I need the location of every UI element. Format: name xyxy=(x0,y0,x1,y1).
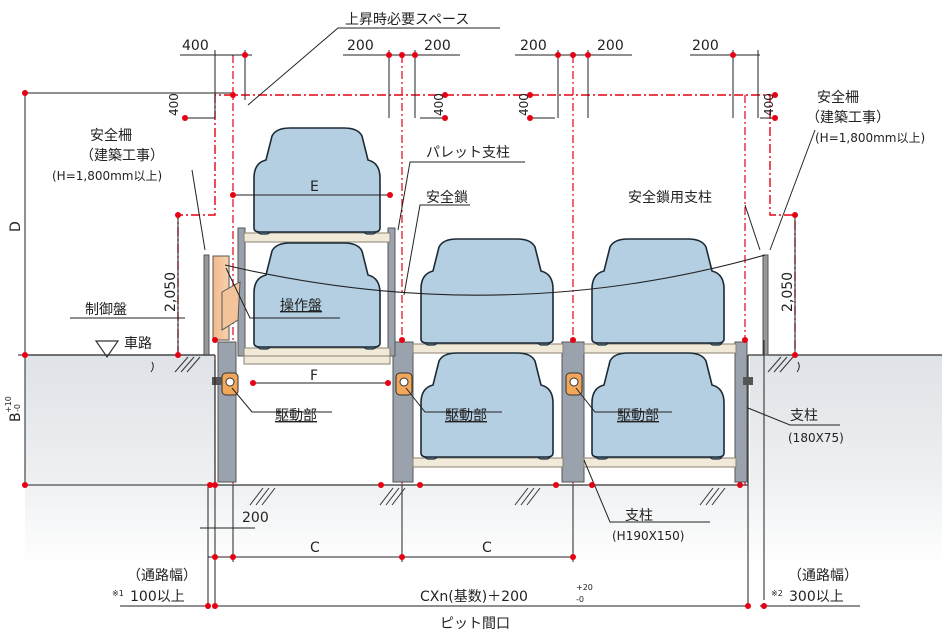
label-fence-left-1: 安全柵 xyxy=(90,127,132,144)
dim-B: B xyxy=(8,412,24,422)
label-note-2: ※2 xyxy=(771,589,783,598)
cars xyxy=(253,127,725,460)
dim-200-d: 200 xyxy=(597,38,624,54)
drive-units xyxy=(212,372,753,396)
label-upper-space: 上昇時必要スペース xyxy=(345,12,469,28)
label-aisle-right: （通路幅） xyxy=(788,568,858,584)
label-aisle-right-value: 300以上 xyxy=(789,589,844,605)
label-fence-right-3: (H=1,800mm以上) xyxy=(815,131,925,145)
label-fence-right-1: 安全柵 xyxy=(817,89,859,106)
label-pallet-post: パレット支柱 xyxy=(426,145,510,161)
dim-200-a: 200 xyxy=(347,38,374,54)
ground-hatch xyxy=(174,356,794,506)
car-mid-3 xyxy=(591,238,725,346)
dim-C-1: C xyxy=(310,540,320,556)
label-chain-post: 安全鎖用支柱 xyxy=(628,189,712,206)
dim-B-tol-minus: -0 xyxy=(13,404,22,412)
dim-F: F xyxy=(310,368,318,384)
measurement-dots xyxy=(22,52,798,609)
label-aisle-left: （通路幅） xyxy=(127,568,197,584)
label-post-right-size: (180X75) xyxy=(788,431,844,445)
dimension-lines xyxy=(18,50,860,607)
car-mid-2 xyxy=(420,238,554,346)
dim-2050-right: 2,050 xyxy=(780,272,796,312)
car-pit-2 xyxy=(420,352,554,460)
dim-E: E xyxy=(310,179,319,195)
safety-chain xyxy=(224,254,766,296)
dim-400-v2: 400 xyxy=(432,93,446,116)
label-control-panel: 制御盤 xyxy=(85,302,127,318)
car-upper-mid xyxy=(253,242,381,350)
car-pit-3 xyxy=(591,352,725,460)
dim-B-tol-plus: +10 xyxy=(4,396,13,413)
label-note-1: ※1 xyxy=(112,589,124,598)
dim-400-a: 400 xyxy=(182,38,209,54)
dim-D: D xyxy=(8,221,24,232)
safety-fence-left xyxy=(203,254,210,356)
car-upper-top xyxy=(253,127,381,235)
leader-lines xyxy=(70,27,840,523)
dim-total-width: CXn(基数)＋200 xyxy=(420,588,528,605)
dim-total-tol-minus: -0 xyxy=(576,595,584,604)
safety-fence-right xyxy=(762,254,769,356)
label-drive-2: 駆動部 xyxy=(445,408,487,424)
label-drive-1: 駆動部 xyxy=(275,408,317,424)
dim-400-v1: 400 xyxy=(167,93,181,116)
dim-200-b: 200 xyxy=(424,38,451,54)
road-level-icon xyxy=(94,340,120,359)
label-safety-chain: 安全鎖 xyxy=(426,189,468,206)
dim-2050-left: 2,050 xyxy=(163,272,179,312)
label-post-center: 支柱 xyxy=(625,508,653,524)
dim-400-v3: 400 xyxy=(517,93,531,116)
label-fence-left-2: （建築工事） xyxy=(80,148,164,164)
label-drive-3: 駆動部 xyxy=(617,408,659,424)
dim-200-c: 200 xyxy=(520,38,547,54)
dim-total-tol-plus: +20 xyxy=(576,583,593,592)
label-pit-opening: ピット間口 xyxy=(440,616,510,632)
label-fence-right-2: （建築工事） xyxy=(806,110,890,126)
dim-200-e: 200 xyxy=(692,38,719,54)
pallets xyxy=(243,232,737,468)
label-operation-panel: 操作盤 xyxy=(280,298,322,314)
label-road: 車路 xyxy=(124,335,152,352)
label-post-right: 支柱 xyxy=(790,408,818,424)
label-aisle-left-value: 100以上 xyxy=(130,589,185,605)
label-fence-left-3: (H=1,800mm以上) xyxy=(52,169,162,183)
label-post-center-size: (H190X150) xyxy=(612,529,684,543)
dim-C-2: C xyxy=(482,540,492,556)
dim-400-v4: 400 xyxy=(762,93,776,116)
dim-200-bottom: 200 xyxy=(242,510,269,526)
